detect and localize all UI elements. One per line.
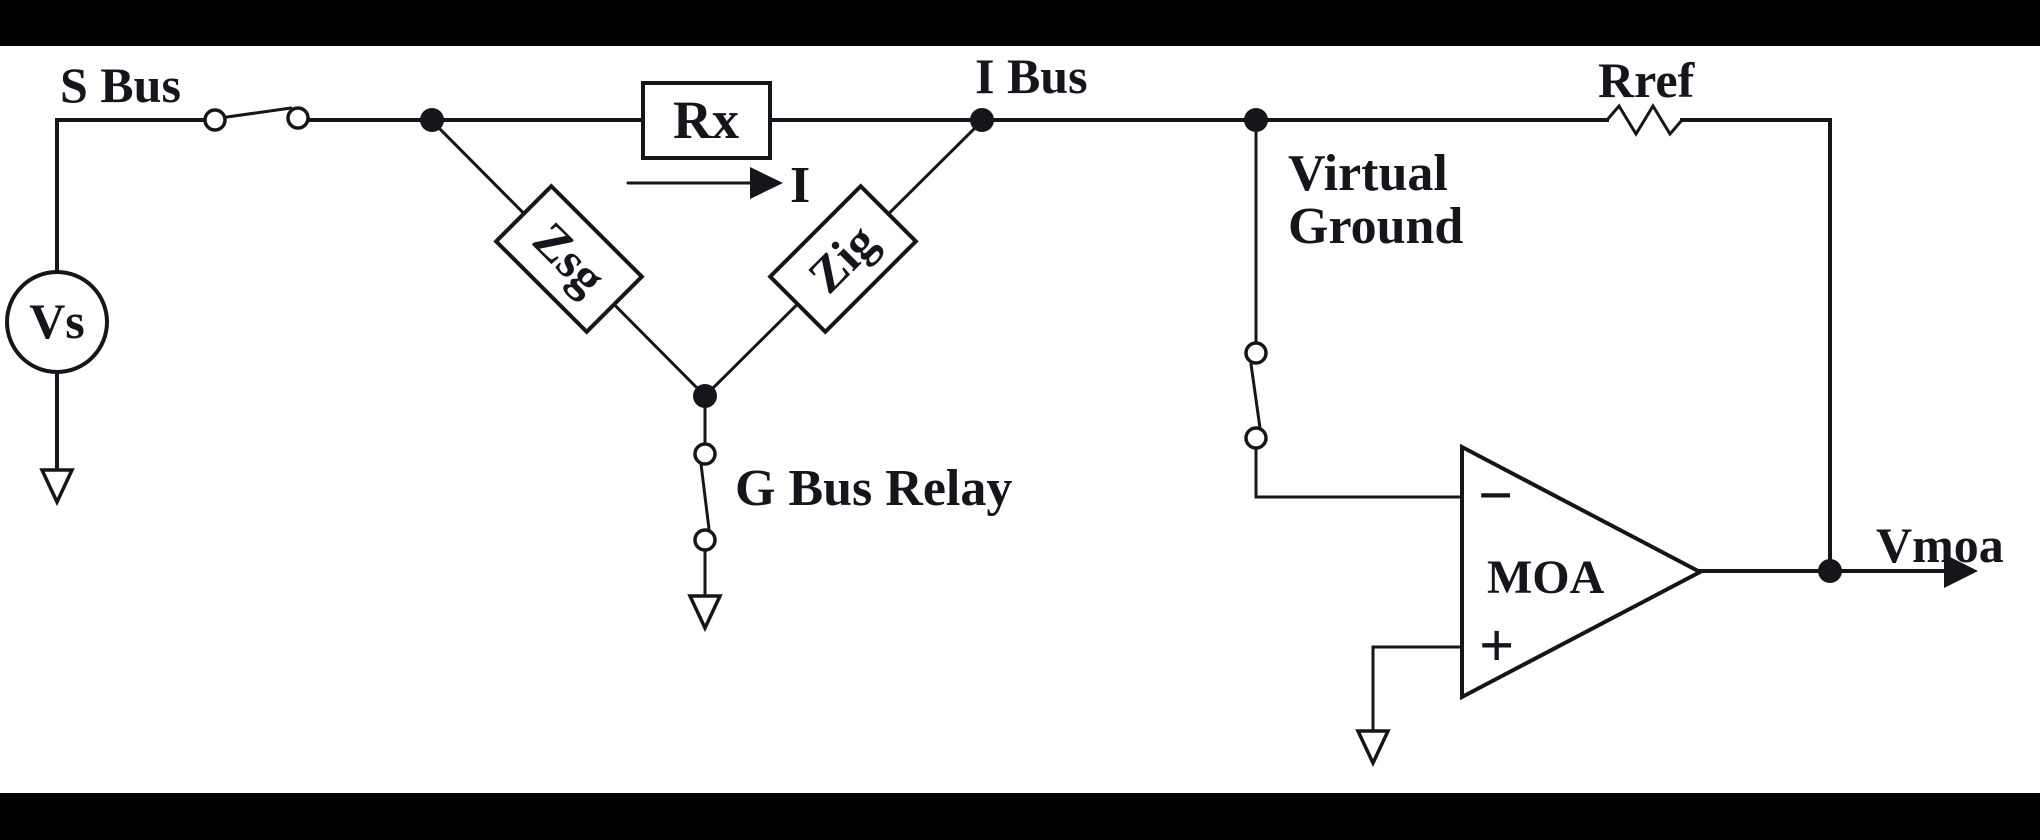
rref-label: Rref: [1598, 52, 1696, 108]
current-label: I: [790, 157, 810, 214]
vs-label: Vs: [29, 293, 85, 349]
virtual-ground-label-line1: Virtual: [1288, 145, 1448, 202]
ground-arrow: [1355, 729, 1391, 768]
current-arrowhead: [750, 167, 783, 199]
switch-contact: [286, 106, 310, 130]
vs-source: Vs: [5, 270, 109, 507]
switch-blade: [225, 106, 293, 119]
switch-contact: [1244, 341, 1268, 365]
junction-dot: [970, 108, 994, 132]
inverting-input-sign: −: [1478, 462, 1513, 530]
moa-label: MOA: [1487, 551, 1605, 604]
junction-dot: [1818, 559, 1842, 583]
switch-blade: [1249, 362, 1262, 430]
noninverting-input-wire: [1371, 645, 1464, 733]
g-bus-relay-switch: [687, 442, 723, 633]
s-bus-relay-switch: [203, 106, 310, 132]
virtual-ground-label: Virtual Ground: [1288, 145, 1463, 255]
rref-resistor: Rref: [1598, 52, 1696, 137]
junction-dot: [693, 384, 717, 408]
rx-resistor: Rx: [641, 81, 772, 160]
zig-box: [767, 183, 919, 335]
opamp-triangle: [1460, 443, 1705, 701]
s-bus-label: S Bus: [60, 57, 181, 113]
switch-contact: [1244, 426, 1268, 450]
virtual-ground-switch: [1244, 341, 1268, 450]
junction-dot: [1244, 108, 1268, 132]
junction-dots: [420, 108, 1842, 583]
ground-arrow: [687, 594, 723, 633]
g-bus-relay-label: G Bus Relay: [735, 460, 1012, 517]
source-circle: [5, 270, 109, 374]
moa-opamp: − + MOA: [1355, 443, 1705, 768]
switch-contact: [693, 528, 717, 552]
rref-zigzag: [1605, 103, 1684, 137]
rx-box: [641, 81, 772, 160]
vmoa-output: Vmoa: [1876, 517, 2004, 588]
vmoa-label: Vmoa: [1876, 517, 2004, 573]
current-arrow: I: [626, 157, 810, 214]
switch-blade: [699, 462, 711, 531]
virtual-ground-label-line2: Ground: [1288, 198, 1463, 255]
junction-dot: [420, 108, 444, 132]
zsg-box: [493, 183, 645, 335]
inverting-input-wire: [1254, 447, 1464, 499]
vmoa-arrowhead: [1944, 554, 1978, 588]
ground-arrow: [39, 468, 75, 507]
feedback-wire: [1680, 118, 1832, 573]
switch-contact: [203, 108, 227, 132]
noninverting-input-sign: +: [1479, 612, 1514, 680]
rx-label: Rx: [673, 90, 739, 150]
switch-contact: [693, 442, 717, 466]
paper-background: [0, 46, 2040, 793]
i-bus-label: I Bus: [975, 48, 1088, 104]
